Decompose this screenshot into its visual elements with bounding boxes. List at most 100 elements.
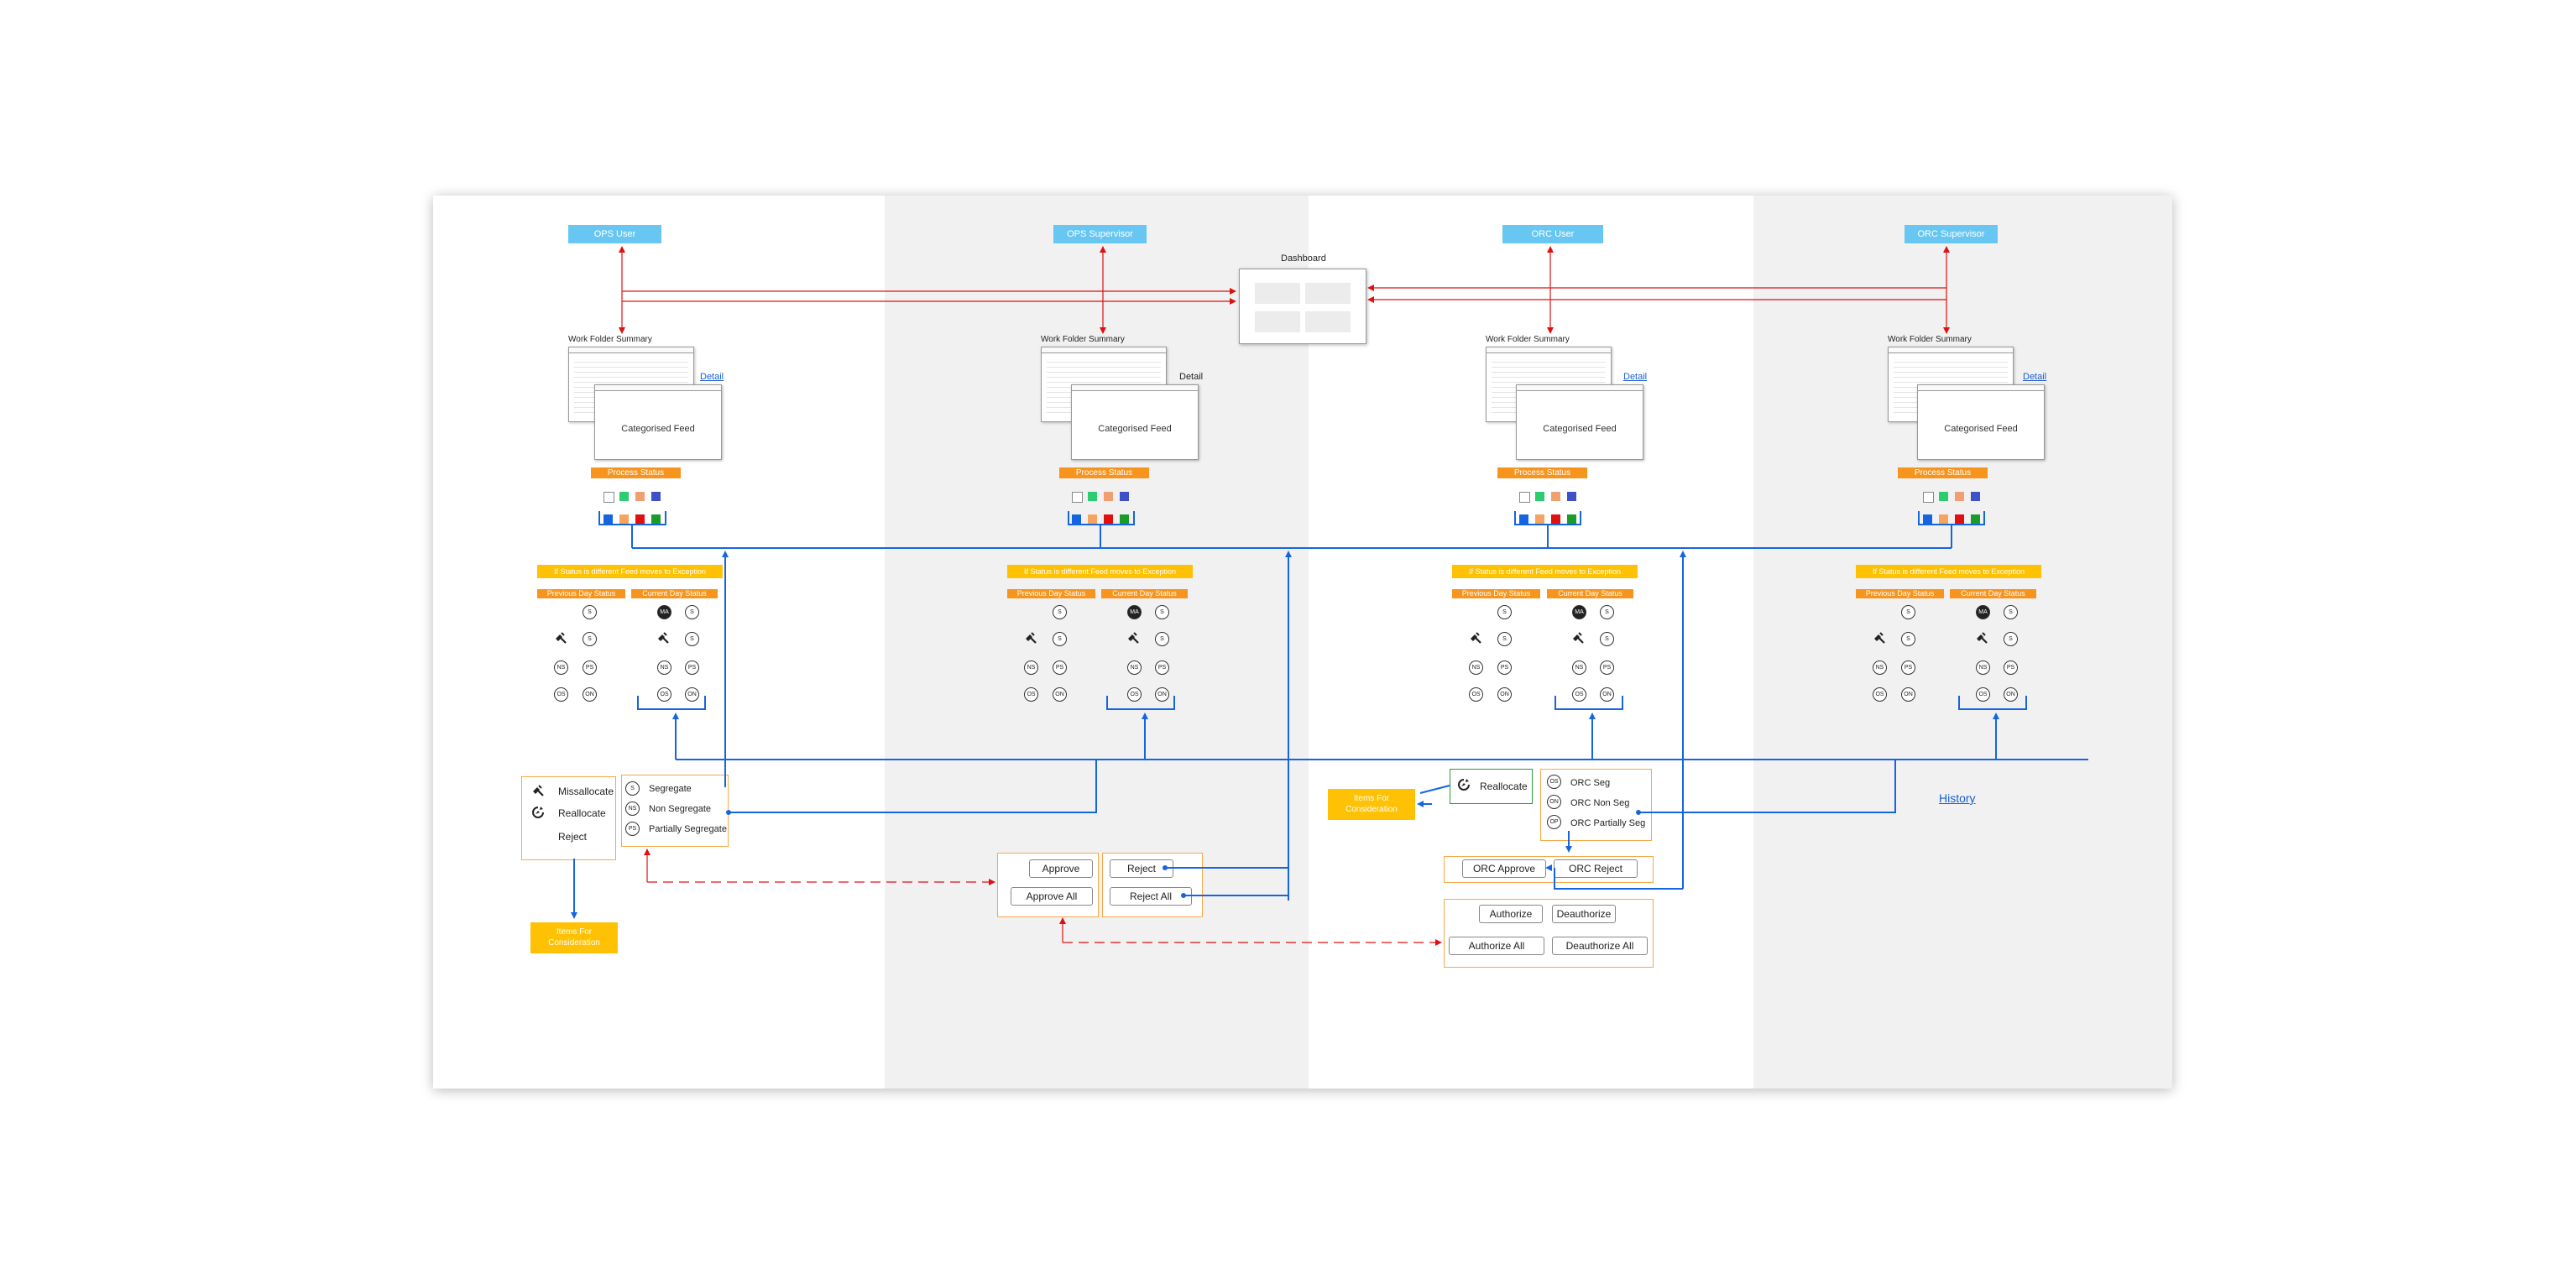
orc-non-seg-option[interactable]: ORC Non Seg — [1570, 798, 1630, 808]
orc-reallocate-panel — [1450, 769, 1533, 804]
missallocate-icon — [533, 785, 544, 796]
missallocate-icon — [1026, 632, 1037, 644]
orc-partially-seg-icon: OP — [1547, 815, 1561, 829]
status-swatch — [1104, 514, 1113, 524]
partially-segregate-status-icon: PS — [1053, 660, 1067, 675]
work-folder-title: Work Folder Summary — [1888, 335, 1972, 344]
status-swatch — [1923, 492, 1934, 503]
orc-seg-status-icon: OS — [1976, 687, 1990, 702]
status-swatch — [1104, 492, 1113, 501]
detail-link[interactable]: Detail — [2023, 372, 2047, 382]
partially-segregate-option[interactable]: Partially Segregate — [649, 824, 727, 834]
previous-day-status-label: Previous Day Status — [1007, 589, 1095, 598]
partially-segregate-icon: PS — [625, 822, 640, 836]
missallocate-status-icon: MA — [657, 605, 671, 619]
non-segregate-status-icon: NS — [1127, 660, 1142, 675]
categorised-feed-window[interactable]: Categorised Feed — [1917, 384, 2045, 460]
missallocate-icon — [1874, 632, 1885, 644]
categorised-feed-label: Categorised Feed — [1098, 424, 1172, 434]
authorize-all-button[interactable]: Authorize All — [1449, 937, 1544, 955]
status-swatch — [1088, 514, 1097, 524]
items-for-consideration-box: Items For Consideration — [530, 922, 618, 953]
status-swatch — [604, 514, 613, 524]
missallocate-option[interactable]: Missallocate — [558, 786, 614, 797]
partially-segregate-status-icon: PS — [1155, 660, 1169, 675]
segregate-option[interactable]: Segregate — [649, 784, 692, 794]
deauthorize-all-button[interactable]: Deauthorize All — [1552, 937, 1648, 955]
status-swatch — [1072, 492, 1083, 503]
reallocate-icon — [532, 807, 544, 818]
detail-link[interactable]: Detail — [1623, 372, 1648, 382]
status-swatch — [1567, 492, 1576, 501]
status-swatch — [1120, 514, 1129, 524]
categorised-feed-window[interactable]: Categorised Feed — [594, 384, 722, 460]
orc-seg-option[interactable]: ORC Seg — [1570, 778, 1611, 788]
status-swatch — [1535, 492, 1544, 501]
segregate-status-icon: S — [1600, 632, 1614, 646]
non-segregate-option[interactable]: Non Segregate — [649, 804, 711, 814]
detail-link[interactable]: Detail — [700, 372, 724, 382]
orc-non-seg-status-icon: ON — [1155, 687, 1169, 702]
segregate-status-icon: S — [685, 632, 699, 646]
orc-partially-seg-option[interactable]: ORC Partially Seg — [1570, 818, 1646, 828]
status-swatch — [1519, 514, 1528, 524]
dashboard-title: Dashboard — [1281, 253, 1326, 264]
dashboard-window[interactable] — [1239, 269, 1366, 344]
current-day-status-label: Current Day Status — [631, 589, 718, 598]
segregate-status-icon: S — [1155, 632, 1169, 646]
orc-seg-status-icon: OS — [554, 687, 568, 702]
current-day-status-label: Current Day Status — [1547, 589, 1633, 598]
role-ops-supervisor: OPS Supervisor — [1053, 225, 1147, 243]
current-day-status-label: Current Day Status — [1950, 589, 2036, 598]
missallocate-icon — [658, 632, 669, 644]
orc-reject-button[interactable]: ORC Reject — [1554, 859, 1638, 878]
segregate-icon: S — [625, 781, 640, 796]
reject-all-button[interactable]: Reject All — [1110, 887, 1192, 906]
missallocate-status-icon: MA — [1976, 605, 1990, 619]
segregate-status-icon: S — [583, 605, 597, 619]
status-swatch — [1939, 492, 1948, 501]
status-swatch — [1535, 514, 1544, 524]
work-folder-title: Work Folder Summary — [568, 335, 652, 344]
missallocate-icon — [1573, 632, 1584, 644]
segregate-status-icon: S — [2004, 632, 2018, 646]
non-segregate-status-icon: NS — [1976, 660, 1990, 675]
missallocate-icon — [1471, 632, 1481, 644]
approve-button[interactable]: Approve — [1029, 859, 1093, 878]
partially-segregate-status-icon: PS — [583, 660, 597, 675]
non-segregate-status-icon: NS — [1469, 660, 1483, 675]
orc-non-seg-status-icon: ON — [685, 687, 699, 702]
orc-non-seg-status-icon: ON — [2004, 687, 2018, 702]
authorize-button[interactable]: Authorize — [1479, 905, 1543, 923]
non-segregate-status-icon: NS — [554, 660, 568, 675]
history-link[interactable]: History — [1939, 791, 1976, 805]
approve-all-button[interactable]: Approve All — [1011, 887, 1093, 906]
status-swatch — [635, 492, 645, 501]
orc-reallocate-option[interactable]: Reallocate — [1480, 781, 1528, 792]
status-swatch — [1955, 514, 1964, 524]
orc-seg-status-icon: OS — [1469, 687, 1483, 702]
role-orc-supervisor: ORC Supervisor — [1905, 225, 1998, 243]
status-swatch — [1939, 514, 1948, 524]
process-status-label: Process Status — [591, 467, 681, 478]
categorised-feed-window[interactable]: Categorised Feed — [1071, 384, 1199, 460]
orc-seg-icon: OS — [1547, 775, 1561, 789]
process-status-label: Process Status — [1059, 467, 1149, 478]
orc-non-seg-status-icon: ON — [1901, 687, 1915, 702]
orc-approve-button[interactable]: ORC Approve — [1462, 859, 1546, 878]
reject-option[interactable]: Reject — [558, 831, 588, 843]
orc-non-seg-status-icon: ON — [1497, 687, 1512, 702]
status-swatch — [619, 492, 629, 501]
status-swatch — [651, 514, 661, 524]
items-for-consideration-box: Items For Consideration — [1328, 789, 1415, 820]
orc-non-seg-status-icon: ON — [583, 687, 597, 702]
reallocate-option[interactable]: Reallocate — [558, 807, 606, 819]
missallocate-status-icon: MA — [1572, 605, 1586, 619]
status-swatch — [1551, 492, 1560, 501]
current-day-status-label: Current Day Status — [1101, 589, 1188, 598]
deauthorize-button[interactable]: Deauthorize — [1552, 905, 1616, 923]
detail-link[interactable]: Detail — [1179, 372, 1204, 382]
categorised-feed-window[interactable]: Categorised Feed — [1516, 384, 1643, 460]
missallocate-icon — [1128, 632, 1139, 644]
partially-segregate-status-icon: PS — [1901, 660, 1915, 675]
